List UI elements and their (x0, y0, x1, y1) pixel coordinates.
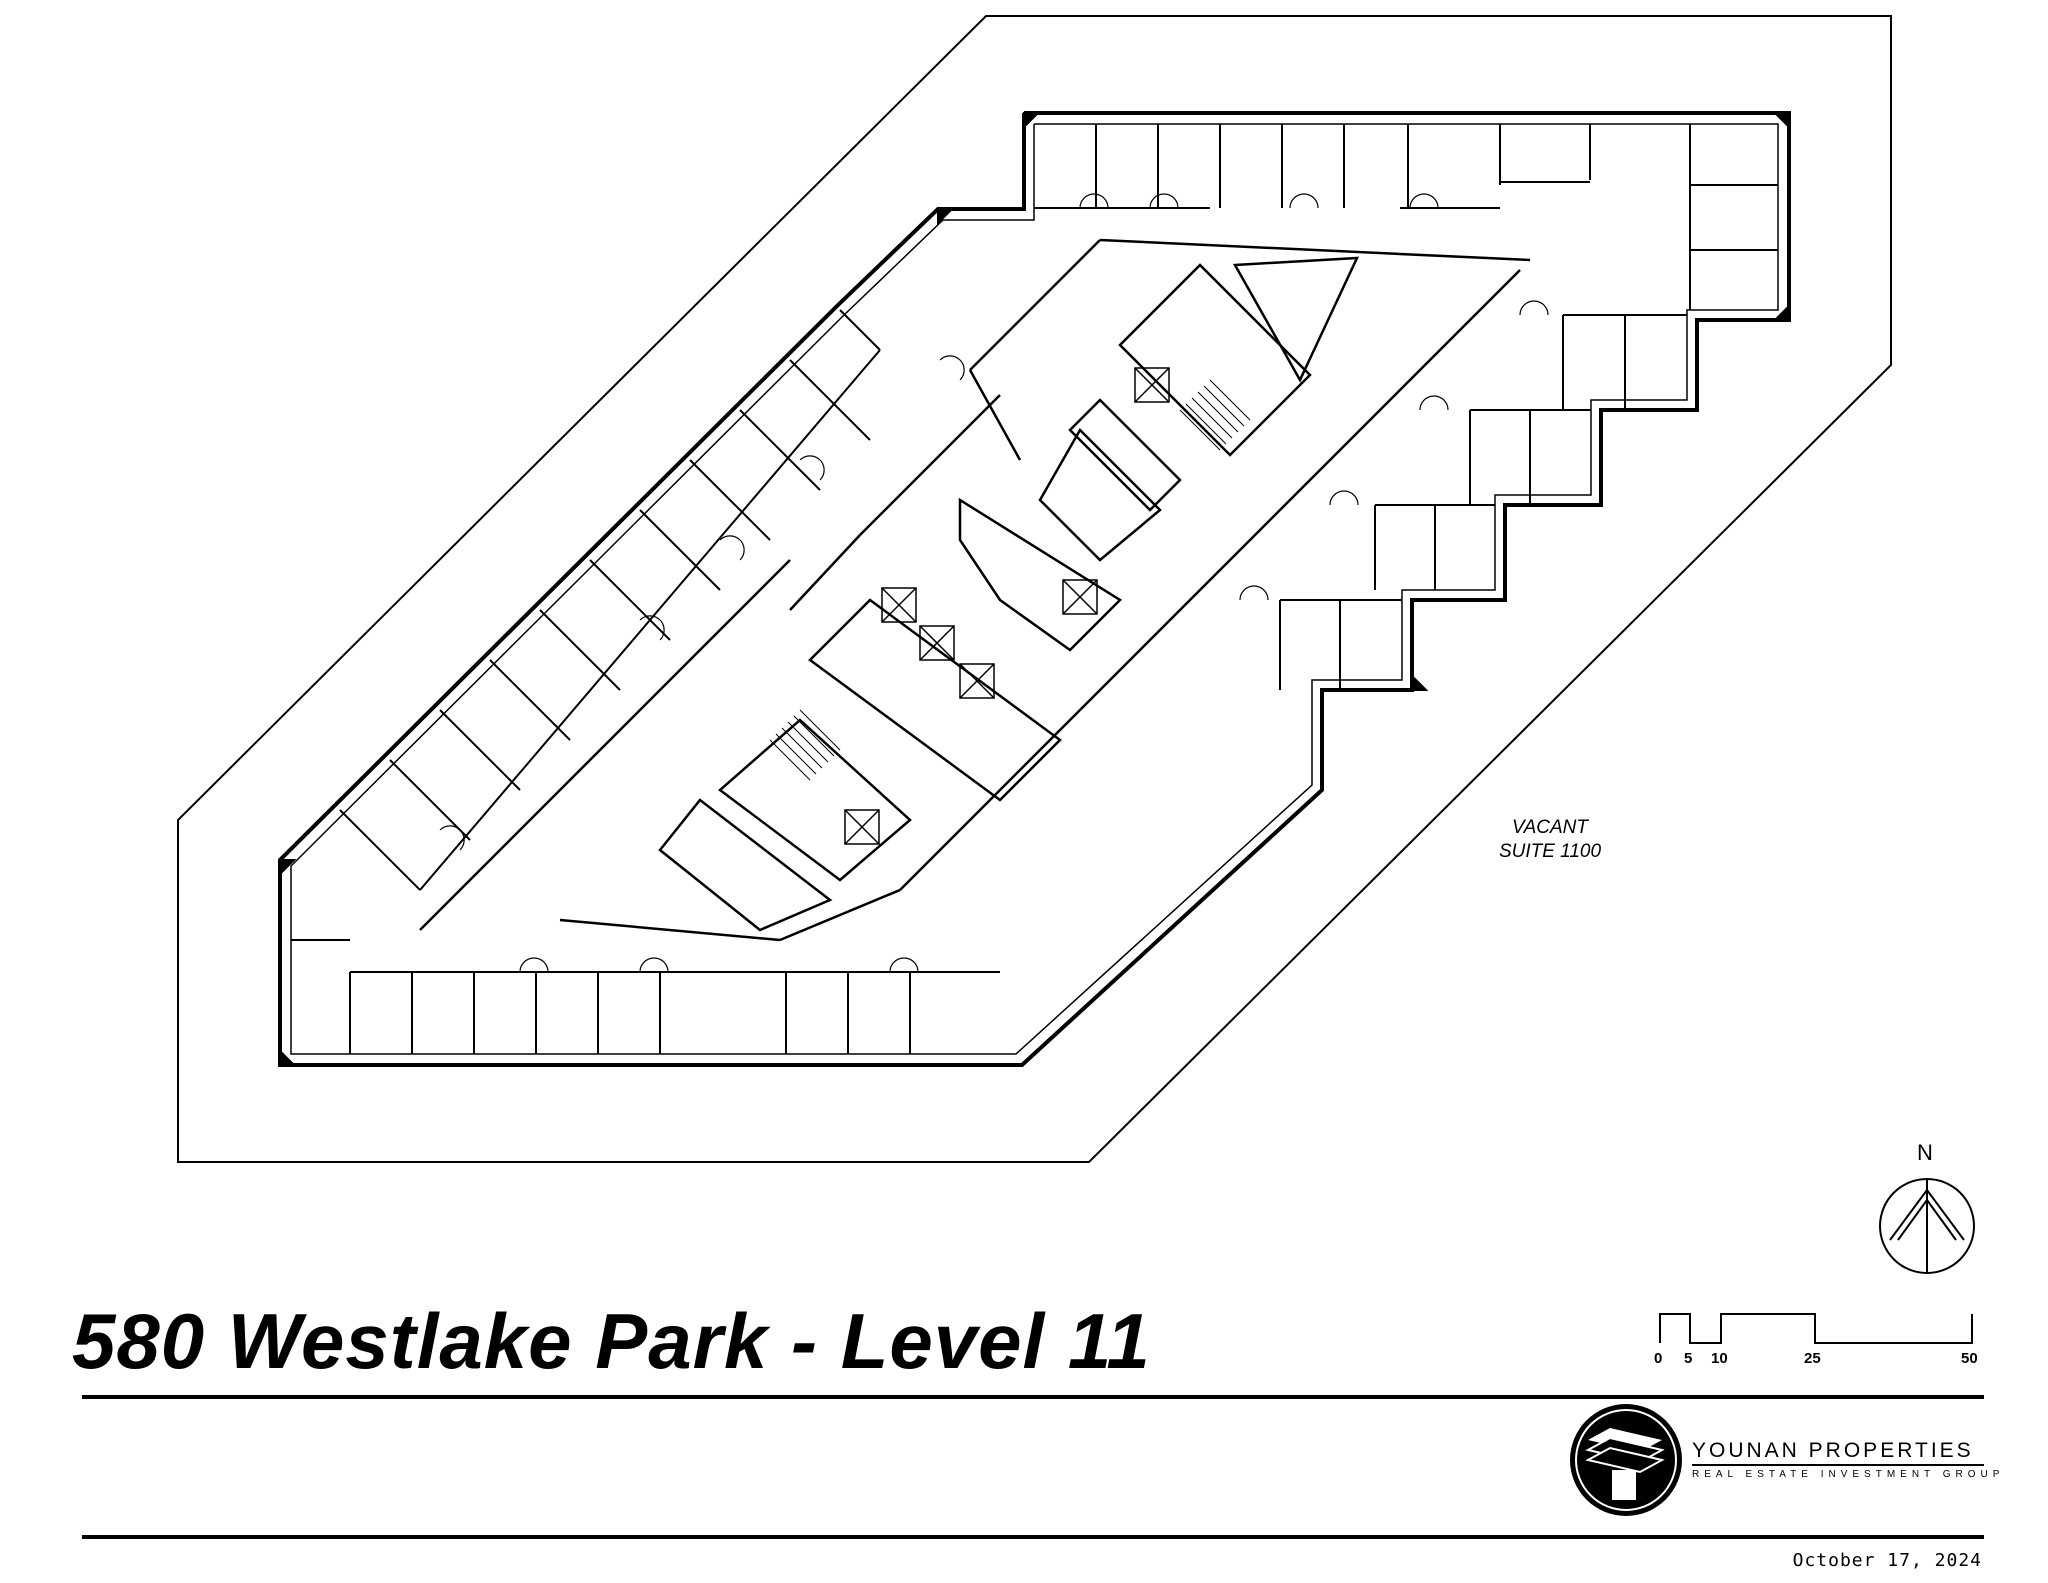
title-rule (82, 1395, 1984, 1399)
vacant-label-line1: VACANT (1511, 817, 1589, 838)
office-row-northwest (339, 309, 881, 891)
corridor-walls (419, 238, 1531, 942)
stairs (769, 379, 1251, 781)
company-name: Younan Properties (1692, 1439, 1974, 1462)
vacant-label-line2: SUITE 1100 (1498, 841, 1602, 862)
columns (279, 112, 1790, 1066)
office-row-east (1279, 314, 1687, 690)
company-tagline: Real Estate Investment Group (1692, 1469, 2005, 1480)
scale-tick-0: 0 (1654, 1350, 1663, 1367)
building-core (658, 256, 1360, 932)
building-envelope (278, 111, 1791, 1067)
scale-tick-10: 10 (1711, 1350, 1728, 1367)
page-title: 580 Westlake Park - Level 11 (72, 1297, 1151, 1385)
north-arrow-icon (1879, 1178, 1975, 1274)
office-row-north (1034, 124, 1778, 310)
younan-logo-icon (1570, 1404, 1682, 1516)
footer-rule (82, 1535, 1984, 1539)
scale-tick-50: 50 (1961, 1350, 1978, 1367)
scale-tick-25: 25 (1804, 1350, 1821, 1367)
plan-date: October 17, 2024 (1792, 1550, 1982, 1571)
scale-bar (1659, 1313, 1973, 1344)
scale-tick-5: 5 (1684, 1350, 1693, 1367)
vacant-suite-label: VACANT SUITE 1100 (1440, 816, 1660, 864)
elevator-cabs (844, 367, 1170, 845)
logo-divider (1692, 1464, 1984, 1466)
site-boundary (177, 15, 1892, 1163)
north-label: N (1917, 1140, 1933, 1165)
door-swings (439, 193, 1549, 973)
office-row-south (291, 939, 1000, 1054)
